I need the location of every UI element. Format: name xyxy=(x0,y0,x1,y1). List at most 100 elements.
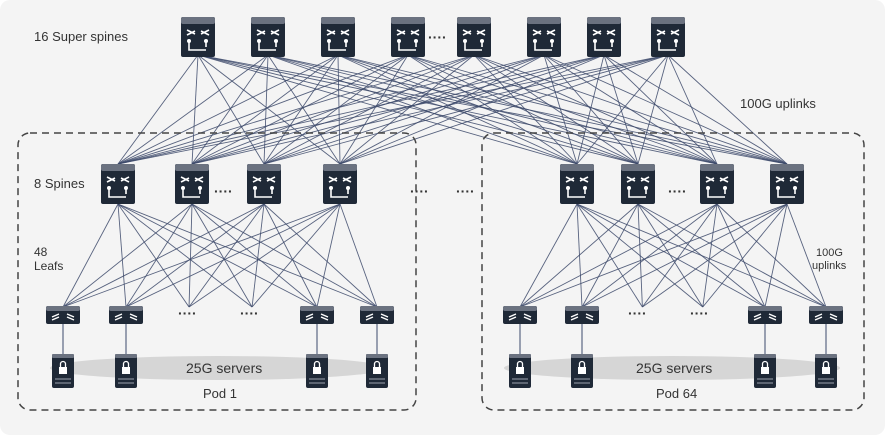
pod64-spine-2-to-leaf-1 xyxy=(519,203,639,308)
uplink-super-spine-8-to-spine-8 xyxy=(667,54,788,165)
pod1-spine-3-to-leaf-5 xyxy=(263,203,318,308)
super-spine-7-router-switch-icon xyxy=(587,17,621,57)
pod1-leaf-3-leaf-switch-icon xyxy=(300,306,334,324)
pod64-leaf-ellipsis-left: ···· xyxy=(628,305,647,321)
uplink-super-spine-2-to-spine-2 xyxy=(191,54,269,165)
pod64-spine-3-to-leaf-6 xyxy=(716,203,827,308)
uplink-super-spine-4-to-spine-6 xyxy=(407,54,639,165)
uplink-super-spine-3-to-spine-7 xyxy=(337,54,718,165)
pod1-spine-2-router-switch-icon xyxy=(175,164,209,204)
uplink-super-spine-2-to-spine-6 xyxy=(267,54,639,165)
pod1-spine-4-to-leaf-4 xyxy=(251,203,341,308)
uplink-super-spine-5-to-spine-7 xyxy=(473,54,718,165)
pod64-spine-2-to-leaf-4 xyxy=(637,203,704,308)
uplink-super-spine-2-to-spine-5 xyxy=(267,54,578,165)
pod64-spine-3-to-leaf-1 xyxy=(519,203,718,308)
uplink-super-spine-3-to-spine-3 xyxy=(263,54,339,165)
pod64-leaf-1-leaf-switch-icon xyxy=(503,306,537,324)
pod64-spine-3-router-switch-icon xyxy=(700,164,734,204)
uplink-super-spine-8-to-spine-2 xyxy=(191,54,669,165)
pods-ellipsis-left: ···· xyxy=(410,183,429,199)
uplink-super-spine-6-to-spine-4 xyxy=(339,54,545,165)
pod1-spine-3-to-leaf-1 xyxy=(62,203,265,308)
pod1-spine-1-to-leaf-3 xyxy=(117,203,190,308)
uplink-super-spine-8-to-spine-3 xyxy=(263,54,669,165)
pod1-spine-2-to-leaf-6 xyxy=(191,203,378,308)
pod64-leaf-4-leaf-switch-icon xyxy=(809,306,843,324)
super-spine-5-router-switch-icon xyxy=(457,17,491,57)
uplink-super-spine-6-to-spine-1 xyxy=(117,54,545,165)
pod1-spine-3-to-leaf-2 xyxy=(125,203,265,308)
uplink-super-spine-6-to-spine-8 xyxy=(543,54,788,165)
pod1-leaf-1-leaf-switch-icon xyxy=(46,306,80,324)
super-spine-8-router-switch-icon xyxy=(651,17,685,57)
uplink-super-spine-3-to-spine-6 xyxy=(337,54,639,165)
uplink-super-spine-7-to-spine-1 xyxy=(117,54,605,165)
servers-label-pod64: 25G servers xyxy=(636,360,712,376)
pod64-spine-4-to-leaf-6 xyxy=(786,203,827,308)
pod1-spine-4-to-leaf-5 xyxy=(316,203,341,308)
pod1-spine-1-to-leaf-4 xyxy=(117,203,253,308)
pod1-leaf-2-leaf-switch-icon xyxy=(109,306,143,324)
uplink-super-spine-4-to-spine-7 xyxy=(407,54,718,165)
uplink-super-spine-3-to-spine-5 xyxy=(337,54,578,165)
uplink-super-spine-4-to-spine-5 xyxy=(407,54,578,165)
uplink-super-spine-7-to-spine-4 xyxy=(339,54,605,165)
uplink-super-spine-7-to-spine-6 xyxy=(603,54,639,165)
pod64-spine-1-to-leaf-1 xyxy=(519,203,578,308)
leafs-label-count: 48 xyxy=(34,245,48,259)
uplink-super-spine-3-to-spine-4 xyxy=(337,54,341,165)
pod1-spine-3-to-leaf-3 xyxy=(188,203,265,308)
uplink-super-spine-5-to-spine-2 xyxy=(191,54,475,165)
pod64-spine-4-to-leaf-5 xyxy=(764,203,788,308)
pod64-spine-2-router-switch-icon xyxy=(621,164,655,204)
uplink-super-spine-3-to-spine-1 xyxy=(117,54,339,165)
uplink-super-spine-1-to-spine-6 xyxy=(197,54,639,165)
pod1-leaf-ellipsis-right: ···· xyxy=(240,305,259,321)
pod64-spine-4-router-switch-icon xyxy=(770,164,804,204)
uplink-super-spine-5-to-spine-5 xyxy=(473,54,578,165)
pod64-label: Pod 64 xyxy=(656,386,697,401)
pod1-label: Pod 1 xyxy=(203,386,237,401)
super-spine-2-router-switch-icon xyxy=(251,17,285,57)
super-spines-label: 16 Super spines xyxy=(34,29,128,44)
super-spine-6-router-switch-icon xyxy=(527,17,561,57)
uplink-super-spine-8-to-spine-5 xyxy=(576,54,669,165)
pod64-leaf-3-leaf-switch-icon xyxy=(748,306,782,324)
labels-layer: 16 Super spines 100G uplinks 8 Spines 48… xyxy=(34,29,847,401)
uplink-super-spine-3-to-spine-2 xyxy=(191,54,339,165)
pod1-spine-2-to-leaf-1 xyxy=(62,203,193,308)
pod1-spine-1-to-leaf-1 xyxy=(62,203,119,308)
pod64-spine-1-router-switch-icon xyxy=(560,164,594,204)
pod1-spine-1-to-leaf-5 xyxy=(117,203,318,308)
uplink-super-spine-1-to-spine-1 xyxy=(117,54,199,165)
uplinks-right-label-text: uplinks xyxy=(812,260,847,272)
pod64-spine-2-to-leaf-5 xyxy=(637,203,766,308)
pod1-spine-4-router-switch-icon xyxy=(323,164,357,204)
super-spine-ellipsis: ···· xyxy=(428,29,447,45)
pod1-spine-ellipsis: ···· xyxy=(214,183,233,199)
uplink-super-spine-4-to-spine-2 xyxy=(191,54,409,165)
pod1-spine-3-to-leaf-6 xyxy=(263,203,378,308)
pod1-spine-3-router-switch-icon xyxy=(247,164,281,204)
pod1-leaf-4-leaf-switch-icon xyxy=(360,306,394,324)
uplink-super-spine-1-to-spine-5 xyxy=(197,54,578,165)
links-layer xyxy=(62,54,827,354)
uplink-super-spine-7-to-spine-8 xyxy=(603,54,788,165)
uplink-super-spine-2-to-spine-3 xyxy=(263,54,269,165)
pod64-spine-2-to-leaf-2 xyxy=(581,203,639,308)
uplink-super-spine-4-to-spine-1 xyxy=(117,54,409,165)
uplink-super-spine-2-to-spine-1 xyxy=(117,54,269,165)
uplink-super-spine-4-to-spine-4 xyxy=(339,54,409,165)
pod64-spine-ellipsis: ···· xyxy=(668,183,687,199)
uplink-super-spine-4-to-spine-3 xyxy=(263,54,409,165)
pod1-spine-1-router-switch-icon xyxy=(101,164,135,204)
uplinks-right-label-speed: 100G xyxy=(816,247,843,259)
pod1-spine-2-to-leaf-3 xyxy=(188,203,193,308)
pod1-boundary xyxy=(17,132,417,411)
pod1-server-3-server-lock-icon xyxy=(306,354,328,388)
pod64-spine-3-to-leaf-5 xyxy=(716,203,766,308)
pod1-spine-4-to-leaf-1 xyxy=(62,203,341,308)
